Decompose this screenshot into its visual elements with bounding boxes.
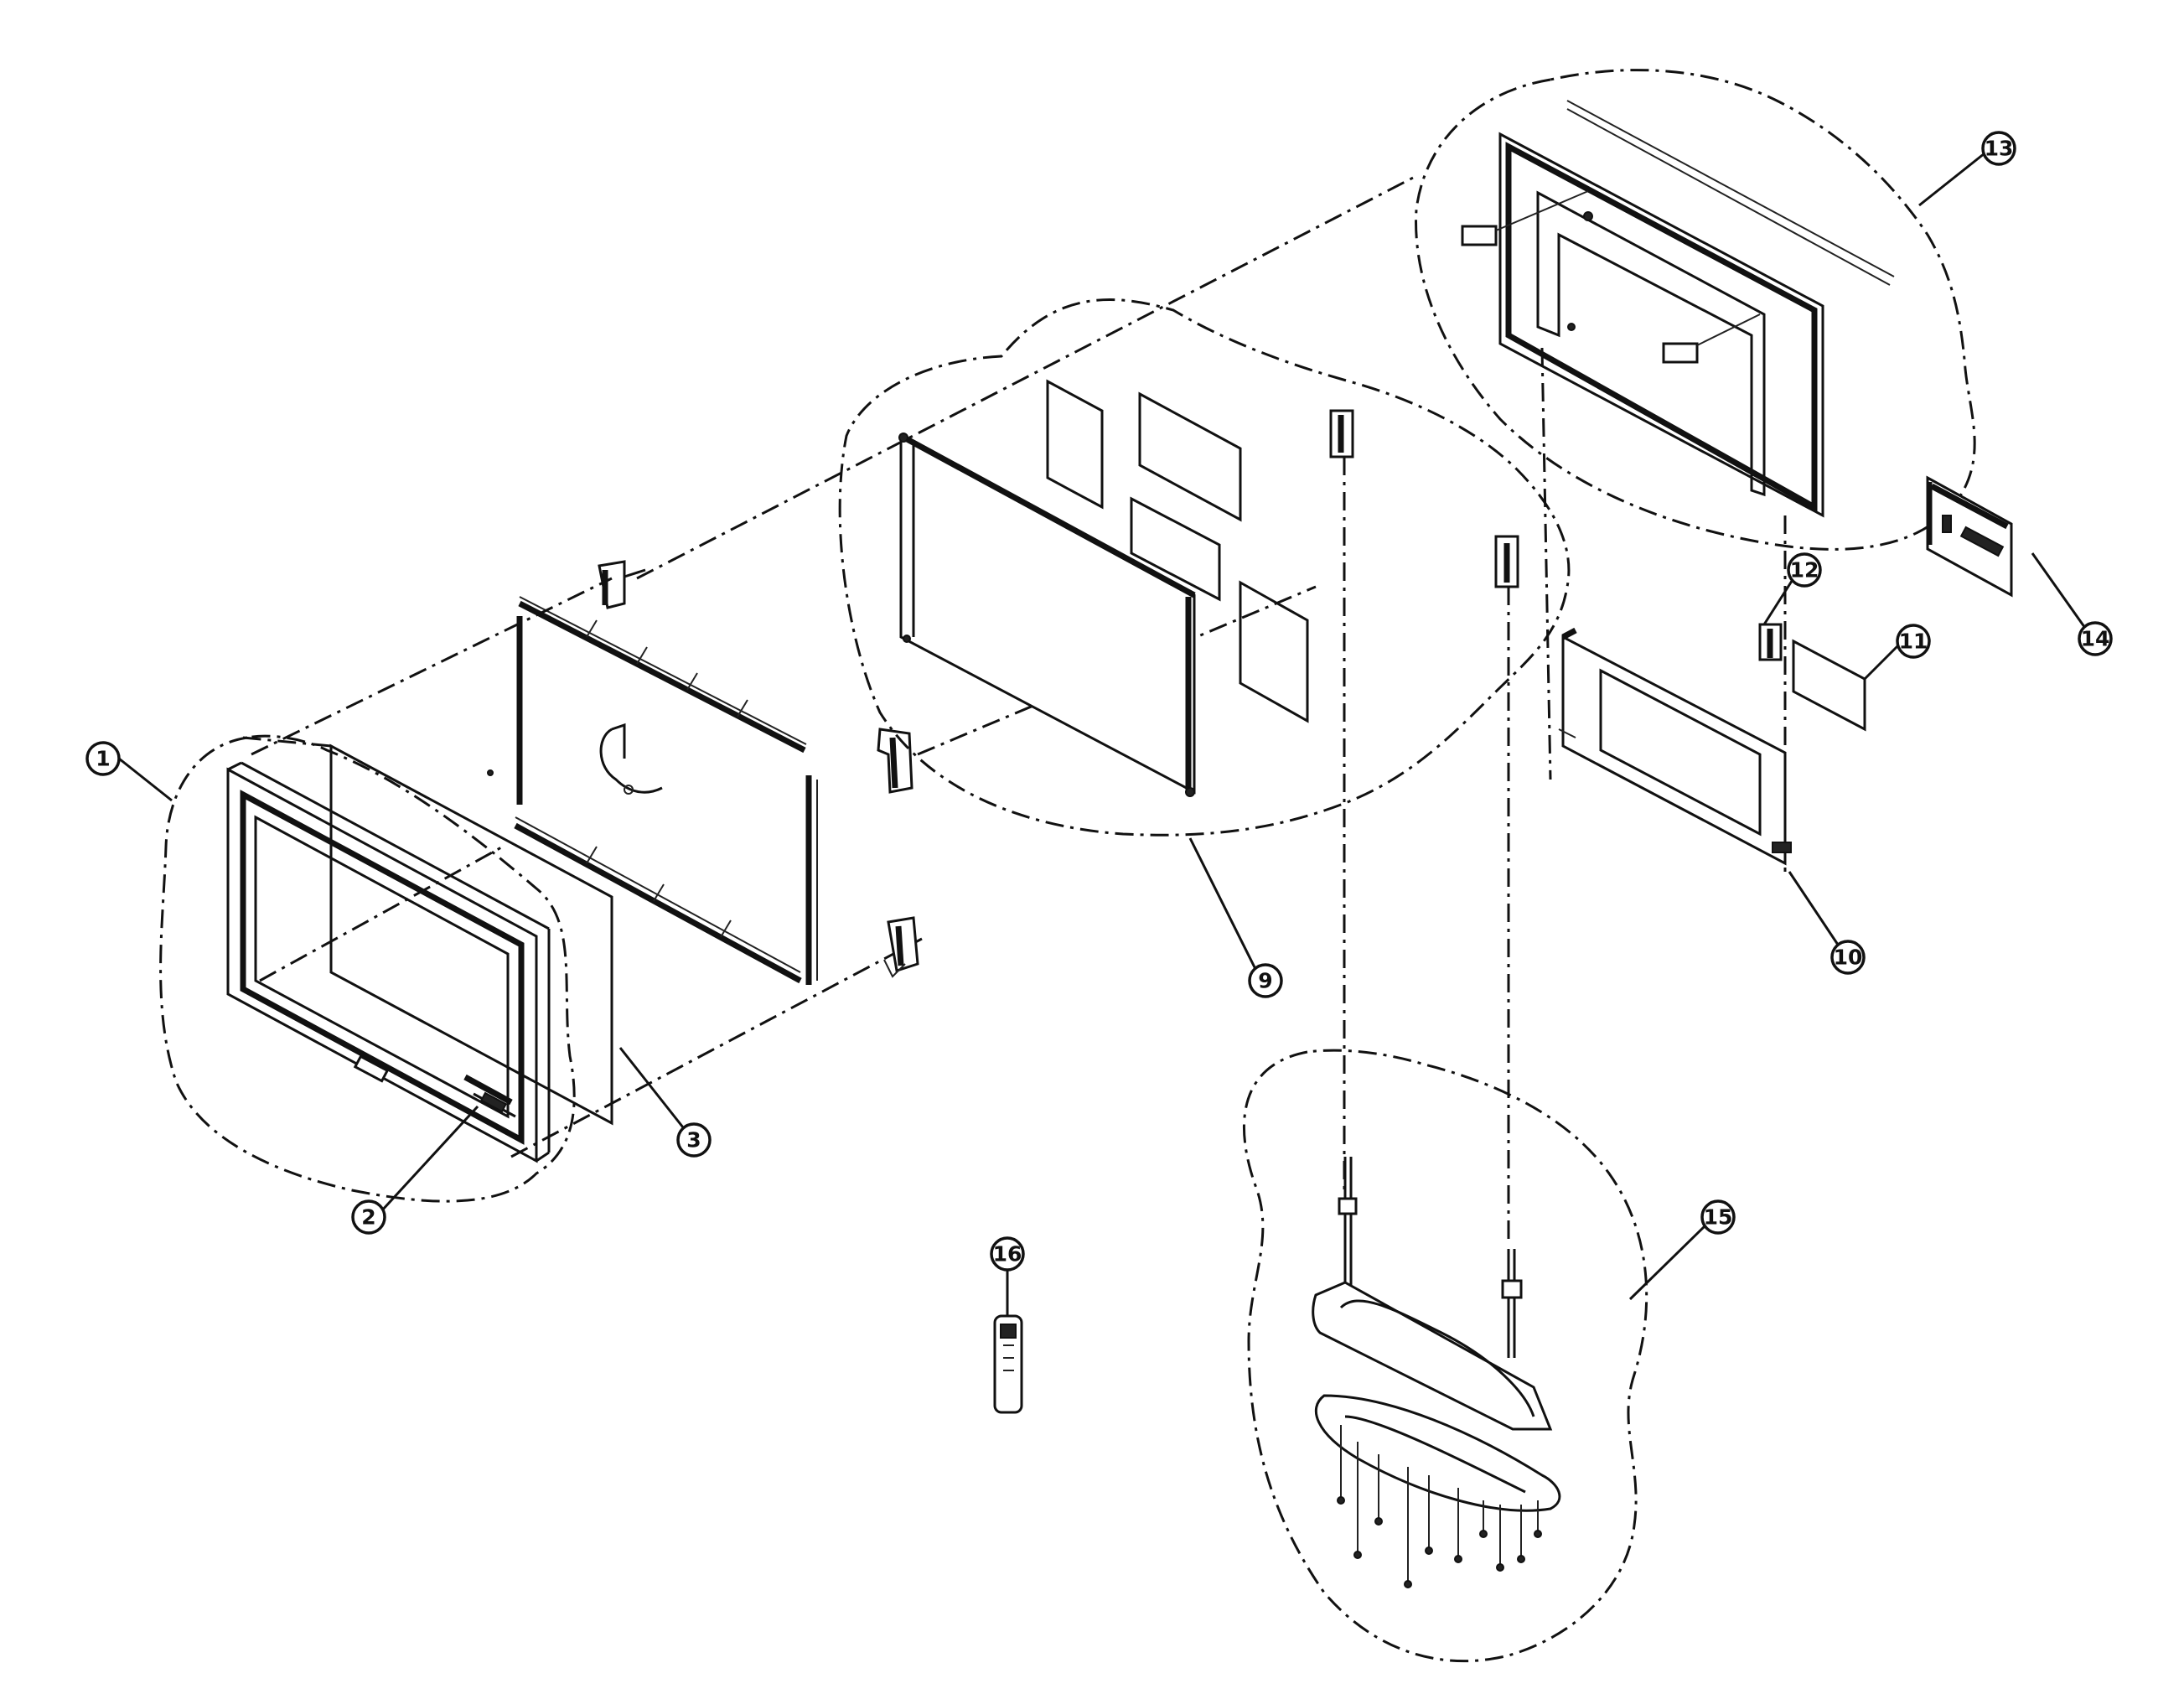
svg-text:2: 2 (361, 1205, 375, 1230)
back-cover-assembly (1415, 69, 1976, 872)
callout-2: 2 (351, 1105, 479, 1235)
group-boundary-9 (838, 298, 1571, 837)
lcd-panel-assembly (838, 298, 1571, 1245)
callout-3: 3 (618, 1047, 712, 1158)
group-boundary-13 (1415, 69, 1976, 551)
lcd-panel (899, 433, 1196, 795)
power-board (1792, 639, 1866, 732)
panel-side-bracket-b (1494, 535, 1519, 1245)
bezel-stand-tab (353, 1054, 390, 1083)
lower-mount-bracket (883, 916, 919, 978)
callout-1: 1 (85, 741, 173, 802)
callout-12: 12 (1762, 552, 1822, 625)
svg-text:13: 13 (1985, 137, 2014, 161)
svg-text:14: 14 (2081, 627, 2110, 651)
bezel-screen-window (254, 815, 510, 1119)
board-b (1138, 391, 1242, 522)
callout-9: 9 (1188, 837, 1283, 998)
svg-text:1: 1 (96, 747, 110, 771)
svg-text:12: 12 (1790, 558, 1819, 583)
callout-11: 11 (1863, 624, 1931, 681)
board-a (1046, 379, 1104, 510)
svg-text:11: 11 (1899, 629, 1928, 654)
control-buttons (463, 1074, 516, 1118)
remote-control (993, 1314, 1023, 1414)
board-d (1239, 580, 1309, 723)
back-cover-cutout (1536, 190, 1766, 497)
svg-text:3: 3 (686, 1128, 701, 1153)
bezel-inner-edge (240, 790, 525, 1145)
callout-14: 14 (2031, 552, 2113, 656)
front-filter-glass (329, 743, 613, 1126)
group-boundary-15 (1243, 1049, 1648, 1663)
top-mount-bracket (598, 560, 646, 609)
center-mount-bracket (599, 723, 663, 794)
group-boundary-1 (159, 734, 576, 1203)
board-c (1130, 496, 1221, 602)
front-bezel-assembly (159, 734, 923, 1203)
back-bracket-left (1461, 225, 1498, 246)
back-bracket-right (1662, 342, 1699, 364)
main-chassis (1558, 627, 1792, 866)
stand-screws (1340, 1425, 1539, 1584)
stand-assembly (1243, 1049, 1648, 1663)
callout-15: 15 (1628, 1199, 1736, 1301)
middle-mount-bracket (877, 728, 913, 794)
panel-side-bracket-a (1329, 409, 1354, 1190)
svg-text:9: 9 (1258, 969, 1272, 993)
stand-top-plate (1312, 1281, 1553, 1431)
inner-frame-assembly (251, 174, 1417, 985)
callout-16: 16 (990, 1236, 1025, 1316)
svg-text:15: 15 (1704, 1205, 1733, 1230)
callout-13: 13 (1918, 131, 2016, 207)
back-cover (1498, 132, 1824, 518)
small-board (1758, 623, 1783, 661)
frame-top-rail (518, 600, 806, 754)
callout-10: 10 (1788, 871, 1866, 975)
terminal-panel (1926, 475, 2013, 598)
svg-text:16: 16 (993, 1242, 1022, 1267)
frame-bottom-rail (514, 822, 802, 984)
svg-text:10: 10 (1834, 945, 1863, 970)
